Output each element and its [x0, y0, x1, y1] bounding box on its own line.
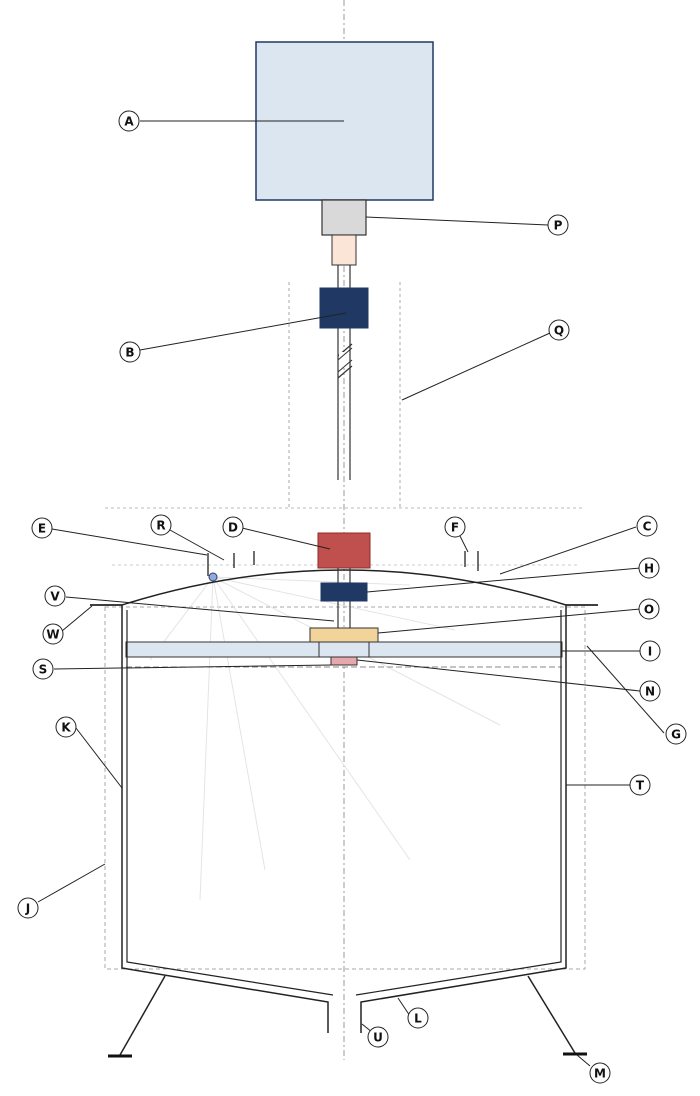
callout-t: T — [629, 774, 651, 796]
callout-u: U — [367, 1026, 389, 1048]
spray-lines — [149, 576, 501, 901]
callout-k: K — [55, 716, 77, 738]
svg-text:B: B — [125, 346, 134, 360]
callout-e: E — [31, 517, 53, 539]
leg-left — [119, 975, 166, 1056]
svg-text:T: T — [636, 779, 645, 793]
callout-g: G — [665, 723, 687, 745]
callout-h: H — [638, 557, 660, 579]
callout-n: N — [639, 680, 661, 702]
shaft-break-gap — [339, 352, 349, 368]
tank-outer-wall — [121, 605, 329, 1033]
outer-jacket-outline — [104, 606, 586, 970]
svg-text:N: N — [645, 685, 655, 699]
svg-text:U: U — [373, 1031, 383, 1045]
svg-text:I: I — [648, 645, 652, 659]
svg-text:E: E — [38, 522, 46, 536]
callout-l: L — [407, 1007, 429, 1029]
svg-text:J: J — [25, 902, 30, 916]
svg-text:S: S — [39, 663, 48, 677]
svg-text:C: C — [643, 520, 652, 534]
svg-text:K: K — [61, 721, 71, 735]
flange — [309, 627, 379, 643]
svg-text:M: M — [594, 1067, 606, 1081]
seal-housing — [317, 532, 371, 569]
callout-v: V — [44, 585, 66, 607]
callouts: A P B Q E R D F C H V W O I S N G K T J … — [17, 110, 687, 1084]
callout-b: B — [119, 341, 141, 363]
callout-o: O — [638, 598, 660, 620]
callout-r: R — [150, 514, 172, 536]
nub — [330, 656, 358, 666]
shaft-sleeve — [331, 234, 357, 266]
svg-text:Q: Q — [554, 324, 564, 338]
callout-a: A — [118, 110, 140, 132]
callout-d: D — [222, 516, 244, 538]
callout-s: S — [32, 658, 54, 680]
callout-m: M — [589, 1062, 611, 1084]
svg-text:F: F — [451, 521, 459, 535]
svg-text:V: V — [50, 590, 60, 604]
sensor — [208, 572, 218, 582]
svg-text:G: G — [671, 728, 681, 742]
tank-outer-wall-right — [360, 605, 567, 1033]
leg-right — [527, 975, 576, 1054]
svg-text:H: H — [644, 562, 654, 576]
tank-inner-wall-right — [355, 610, 562, 996]
tank-inner-wall — [126, 610, 334, 996]
callout-f: F — [444, 516, 466, 538]
svg-text:L: L — [414, 1012, 422, 1026]
tank-dome — [121, 569, 567, 606]
callout-i: I — [639, 640, 661, 662]
coupling — [321, 199, 367, 236]
callout-c: C — [636, 515, 658, 537]
svg-text:O: O — [644, 603, 654, 617]
callout-p: P — [547, 214, 569, 236]
callout-q: Q — [548, 319, 570, 341]
svg-text:P: P — [554, 219, 563, 233]
svg-text:R: R — [156, 519, 165, 533]
svg-text:D: D — [228, 521, 238, 535]
svg-text:A: A — [124, 115, 134, 129]
svg-text:W: W — [46, 628, 59, 642]
bearing-upper — [319, 287, 369, 329]
callout-j: J — [17, 897, 39, 919]
shaft-break-edges — [337, 347, 353, 373]
callout-w: W — [42, 623, 64, 645]
hub — [318, 641, 370, 658]
bearing-lower — [320, 582, 368, 602]
